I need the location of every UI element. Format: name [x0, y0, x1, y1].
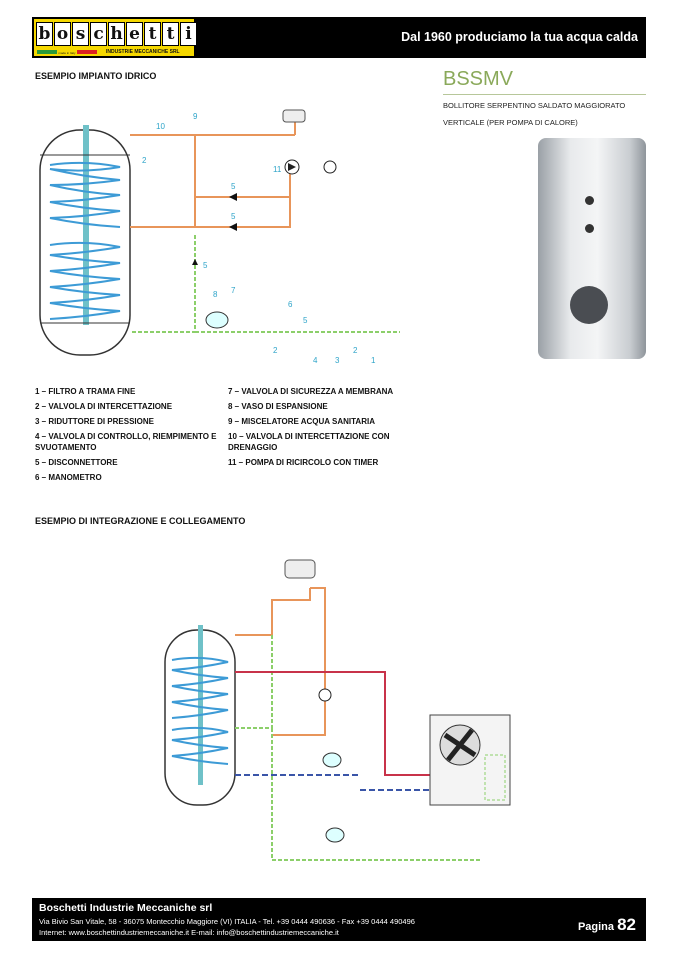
logo-letter: h	[108, 22, 125, 46]
page-label: Pagina	[577, 921, 615, 933]
integration-diagram	[164, 559, 511, 861]
diagram-label: 2	[142, 156, 147, 165]
diagram-label: 5	[203, 261, 208, 270]
logo-letter: c	[90, 22, 107, 46]
diagram-label: 3	[335, 356, 340, 365]
section-title-water-system: ESEMPIO IMPIANTO IDRICO	[35, 71, 157, 81]
page-number: 82	[617, 915, 636, 934]
divider	[443, 94, 646, 95]
diagram-label: 5	[303, 316, 308, 325]
diagram-label: 2	[353, 346, 358, 355]
flag-green	[37, 50, 57, 54]
diagram-label: 11	[273, 165, 282, 174]
legend-item: 1 – FILTRO A TRAMA FINE	[35, 387, 136, 396]
logo-letter: e	[126, 22, 143, 46]
legend-item: 5 – DISCONNETTORE	[35, 458, 118, 467]
product-desc-2: VERTICALE (PER POMPA DI CALORE)	[443, 118, 578, 127]
logo-subtitle: INDUSTRIE MECCANICHE SRL	[106, 49, 180, 55]
footer-contacts: Internet: www.boschettindustriemeccanich…	[39, 928, 339, 937]
legend-item: 2 – VALVOLA DI INTERCETTAZIONE	[35, 402, 173, 411]
legend-item: 11 – POMPA DI RICIRCOLO CON TIMER	[228, 458, 379, 467]
legend-item: 3 – RIDUTTORE DI PRESSIONE	[35, 417, 154, 426]
logo-letter: o	[54, 22, 71, 46]
legend-left: 1 – FILTRO A TRAMA FINE 2 – VALVOLA DI I…	[35, 384, 225, 485]
company-logo: b o s c h e t t i made in Italy INDUSTRI…	[33, 18, 197, 57]
legend-item: 8 – VASO DI ESPANSIONE	[228, 402, 328, 411]
diagram-label: 2	[273, 346, 278, 355]
logo-letter: i	[180, 22, 197, 46]
diagram-label: 7	[231, 286, 236, 295]
flag-red	[77, 50, 97, 54]
page-indicator: Pagina 82	[578, 915, 636, 935]
legend-item: 7 – VALVOLA DI SICUREZZA A MEMBRANA	[228, 387, 394, 396]
logo-letter: s	[72, 22, 89, 46]
product-desc-1: BOLLITORE SERPENTINO SALDATO MAGGIORATO	[443, 101, 626, 110]
made-in-italy: made in Italy	[58, 51, 76, 55]
footer-company: Boschetti Industrie Meccaniche srl	[39, 902, 213, 914]
diagram-label: 9	[193, 112, 198, 121]
diagram-label: 6	[288, 300, 293, 309]
legend-right: 7 – VALVOLA DI SICUREZZA A MEMBRANA 8 – …	[228, 384, 408, 470]
section-title-integration: ESEMPIO DI INTEGRAZIONE E COLLEGAMENTO	[35, 516, 246, 526]
legend-item: 4 – VALVOLA DI CONTROLLO, RIEMPIMENTO E …	[35, 432, 217, 452]
diagram-label: 4	[313, 356, 318, 365]
footer-address: Via Bivio San Vitale, 58 - 36075 Montecc…	[39, 917, 415, 926]
diagram-label: 1	[371, 356, 376, 365]
diagram-label: 5	[231, 212, 236, 221]
product-photo	[538, 138, 646, 359]
logo-letter: b	[36, 22, 53, 46]
legend-item: 10 – VALVOLA DI INTERCETTAZIONE CON DREN…	[228, 432, 390, 452]
tagline: Dal 1960 produciamo la tua acqua calda	[401, 30, 638, 44]
product-code: BSSMV	[443, 68, 514, 90]
logo-letter: t	[144, 22, 161, 46]
page-footer: Boschetti Industrie Meccaniche srl Via B…	[32, 898, 646, 941]
diagram-label: 5	[231, 182, 236, 191]
legend-item: 6 – MANOMETRO	[35, 473, 102, 482]
diagram-label: 10	[156, 122, 165, 131]
logo-letter: t	[162, 22, 179, 46]
diagram-label: 8	[213, 290, 218, 299]
water-system-diagram: 10 9 2 11 5 5 5 8 7 6 5 2 4 3 2 1	[39, 109, 400, 365]
legend-item: 9 – MISCELATORE ACQUA SANITARIA	[228, 417, 375, 426]
